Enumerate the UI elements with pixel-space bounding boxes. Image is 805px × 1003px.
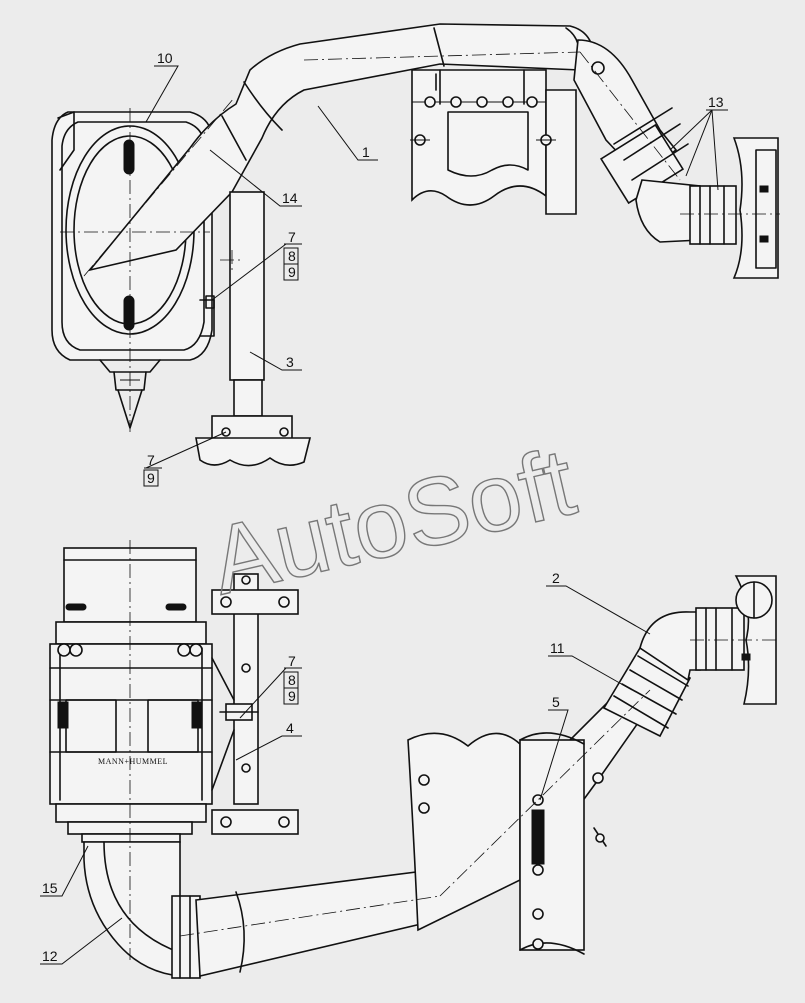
- callout-15: 15: [42, 880, 58, 896]
- callout-10: 10: [157, 50, 173, 66]
- callout-12: 12: [42, 948, 58, 964]
- bracket-4: [211, 573, 299, 835]
- callout-11: 11: [550, 640, 565, 656]
- callout-4: 4: [286, 720, 294, 736]
- brand-label: MANN+HUMMEL: [98, 757, 168, 766]
- turbocharger-top: [732, 137, 779, 279]
- elbow-2: [639, 607, 745, 682]
- callout-8-bottom: 8: [288, 672, 296, 688]
- callout-9-top-a: 9: [288, 264, 296, 280]
- callout-5: 5: [552, 694, 560, 710]
- callout-9-bottom: 9: [288, 688, 296, 704]
- air-filter-housing-side: MANN+HUMMEL: [49, 547, 213, 843]
- callout-13: 13: [708, 94, 724, 110]
- callout-7-top-b: 7: [147, 452, 155, 468]
- top-view: [51, 23, 780, 467]
- callout-8-top: 8: [288, 248, 296, 264]
- callout-1: 1: [362, 144, 370, 160]
- callout-9-top-b: 9: [147, 470, 155, 486]
- callout-7-top-a: 7: [288, 229, 296, 245]
- elbow-12: [83, 841, 201, 979]
- bottom-view: MANN+HUMMEL: [49, 540, 780, 979]
- bracket-top: [410, 69, 577, 215]
- elbow-to-turbo-top: [573, 39, 737, 245]
- bracket-5: [407, 732, 585, 955]
- callout-3: 3: [286, 354, 294, 370]
- support-3-top: [195, 191, 312, 467]
- callout-2: 2: [552, 570, 560, 586]
- callouts: 10 1 14 13 7 8 9 3 7 9 2 11: [40, 50, 728, 965]
- callout-7-bottom: 7: [288, 653, 296, 669]
- callout-14: 14: [282, 190, 298, 206]
